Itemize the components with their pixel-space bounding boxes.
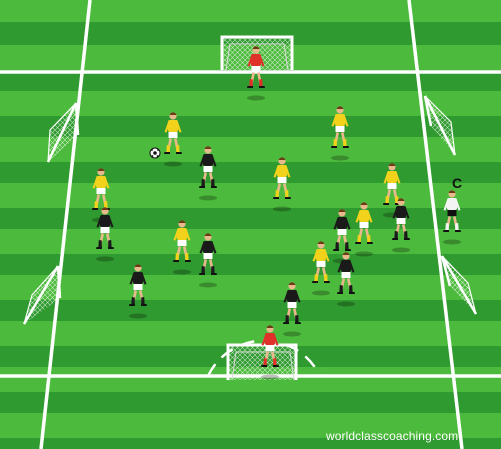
left-goal-upper (46, 102, 80, 163)
bottom-goal (226, 343, 298, 381)
left-goal-lower (22, 265, 62, 325)
watermark-text: worldclasscoaching.com (326, 429, 459, 443)
soccer-ball (149, 147, 161, 159)
right-sideline (407, 0, 464, 449)
right-goal-upper (423, 95, 457, 156)
coach-label: C (452, 175, 463, 191)
left-sideline (39, 0, 92, 449)
right-goal-lower (440, 255, 478, 315)
